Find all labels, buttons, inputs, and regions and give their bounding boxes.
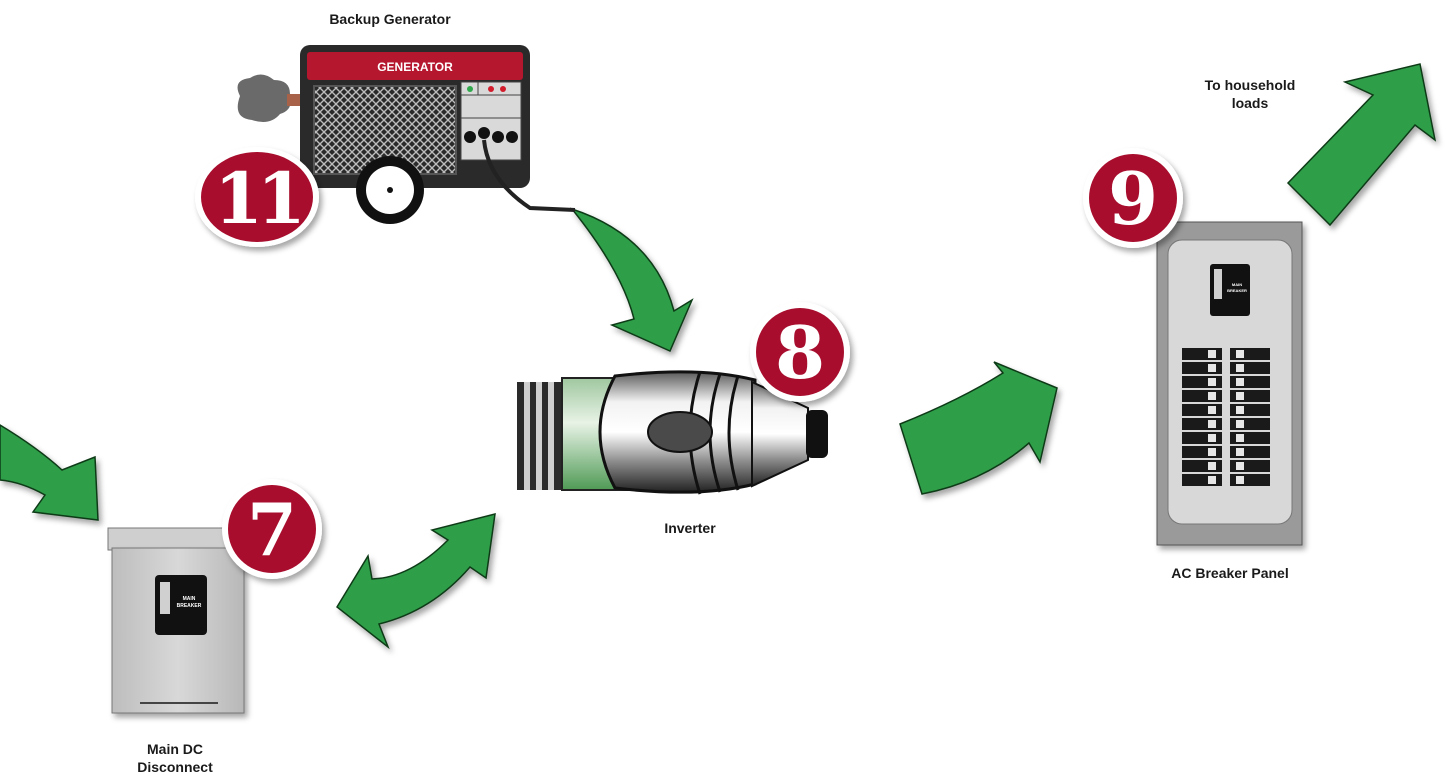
breaker-toggle: [1236, 434, 1244, 442]
ac-main-breaker-line2: BREAKER: [1227, 288, 1247, 293]
badge-number-generator: 11: [214, 157, 299, 240]
exhaust-pipe: [287, 94, 303, 106]
status-light-red: [488, 86, 494, 92]
status-light-green: [467, 86, 473, 92]
breaker-toggle: [1236, 448, 1244, 456]
ac-main-breaker-line1: MAIN: [1232, 282, 1242, 287]
breaker-toggle: [1208, 476, 1216, 484]
badge-number-ac-panel: 9: [1108, 156, 1158, 241]
badge-generator: 11: [195, 147, 319, 247]
breaker-toggle: [1208, 448, 1216, 456]
breaker-toggle: [1208, 406, 1216, 414]
label-main-dc-disconnect-line1: Main DC: [147, 741, 203, 757]
badge-dc-disconnect: 7: [222, 479, 322, 579]
breaker-toggle: [1208, 378, 1216, 386]
arrow-into-dc-disconnect: [0, 424, 99, 521]
breaker-toggle: [1236, 378, 1244, 386]
breaker-toggle: [1208, 350, 1216, 358]
main-dc-disconnect: MAIN BREAKER: [107, 527, 249, 714]
breaker-toggle: [1236, 364, 1244, 372]
badge-ac-panel: 9: [1083, 148, 1183, 248]
generator-cord: [482, 139, 576, 212]
breaker-rows: [1182, 348, 1270, 486]
breaker-toggle: [1236, 406, 1244, 414]
status-light-red-2: [500, 86, 506, 92]
breaker-toggle: [1208, 420, 1216, 428]
breaker-toggle: [1208, 434, 1216, 442]
arrow-generator-to-inverter: [569, 207, 694, 352]
breaker-toggle: [1208, 364, 1216, 372]
inverter-display: [647, 411, 713, 453]
label-main-dc-disconnect-line2: Disconnect: [137, 759, 213, 775]
label-inverter: Inverter: [664, 520, 716, 536]
label-household-loads: To household loads: [1170, 76, 1330, 112]
generator-header: GENERATOR: [377, 60, 453, 74]
arrow-panel-to-loads: [1286, 63, 1437, 227]
badge-inverter: 8: [750, 302, 850, 402]
breaker-toggle: [1236, 392, 1244, 400]
breaker-toggle: [1236, 350, 1244, 358]
exhaust-smoke-icon: [237, 74, 291, 122]
ac-breaker-panel: MAIN BREAKER: [1156, 221, 1303, 546]
breaker-toggle: [1208, 392, 1216, 400]
label-household-loads-line2: loads: [1231, 95, 1269, 111]
label-backup-generator: Backup Generator: [329, 11, 451, 27]
breaker-toggle: [1236, 420, 1244, 428]
label-household-loads-line1: To household: [1204, 77, 1296, 93]
breaker-toggle: [1236, 462, 1244, 470]
dc-main-breaker-line2: BREAKER: [177, 603, 202, 609]
badge-number-inverter: 8: [775, 310, 825, 395]
label-main-dc-disconnect: Main DC Disconnect: [115, 740, 235, 776]
dc-main-breaker-line1: MAIN: [183, 596, 196, 602]
breaker-toggle: [1208, 462, 1216, 470]
label-ac-breaker-panel: AC Breaker Panel: [1171, 565, 1289, 581]
backup-generator: GENERATOR: [237, 45, 576, 224]
arrow-bidirectional-dc-inverter: [336, 512, 496, 650]
arrow-inverter-to-panel: [899, 361, 1058, 495]
badge-number-dc-disconnect: 7: [247, 487, 297, 572]
breaker-toggle: [1236, 476, 1244, 484]
